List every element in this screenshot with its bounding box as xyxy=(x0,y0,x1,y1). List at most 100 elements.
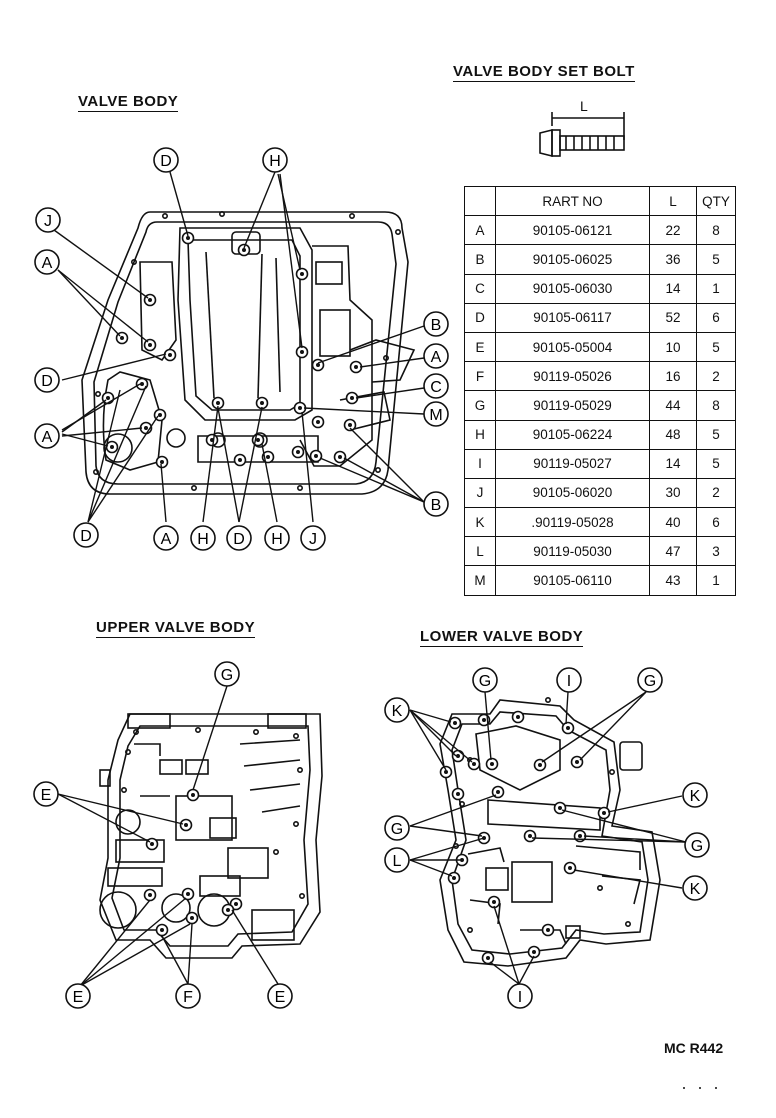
row-part-no: 90105-06110 xyxy=(495,565,650,596)
callout-lvb-G-right: G xyxy=(684,832,710,858)
row-qty: 5 xyxy=(696,419,736,450)
row-qty: 5 xyxy=(696,331,736,363)
row-code: F xyxy=(464,361,496,392)
row-code: L xyxy=(464,536,496,567)
row-code: K xyxy=(464,507,496,538)
row-length: 43 xyxy=(649,565,697,596)
svg-text:J: J xyxy=(309,531,317,548)
row-part-no: 90119-05026 xyxy=(495,361,650,392)
svg-text:G: G xyxy=(391,821,403,838)
svg-text:A: A xyxy=(431,349,442,366)
callout-vb-C: C xyxy=(423,373,449,399)
row-length: 22 xyxy=(649,215,697,246)
upper-valve-body-title: UPPER VALVE BODY xyxy=(96,619,256,638)
row-qty: 5 xyxy=(696,448,736,479)
valve-body-callouts: D H J A D A D A H D H J B A C M B xyxy=(34,147,449,551)
svg-text:I: I xyxy=(567,673,571,690)
svg-text:B: B xyxy=(431,317,442,334)
valve-body-drawing xyxy=(81,211,416,495)
callout-vb-B-1: B xyxy=(423,311,449,337)
callout-lvb-I-bottom: I xyxy=(507,983,533,1009)
callout-lvb-K-bottom-right: K xyxy=(682,875,708,901)
row-qty: 8 xyxy=(696,215,736,246)
row-part-no: 90105-06224 xyxy=(495,419,650,450)
svg-text:J: J xyxy=(44,213,52,230)
callout-lvb-I-top: I xyxy=(556,667,582,693)
row-qty: 8 xyxy=(696,390,736,421)
svg-text:M: M xyxy=(429,407,442,424)
svg-text:B: B xyxy=(431,497,442,514)
callout-uvb-G: G xyxy=(214,661,240,687)
row-code: B xyxy=(464,244,496,275)
svg-text:K: K xyxy=(392,703,403,720)
row-length: 16 xyxy=(649,361,697,392)
callout-vb-A-1: A xyxy=(34,249,60,275)
row-length: 52 xyxy=(649,302,697,333)
svg-text:D: D xyxy=(80,528,92,545)
row-code: E xyxy=(464,331,496,363)
row-length: 48 xyxy=(649,419,697,450)
valve-body-leader-lines xyxy=(53,171,425,523)
callout-lvb-G-top-right: G xyxy=(637,667,663,693)
callout-vb-H-bottom-1: H xyxy=(190,525,216,551)
row-qty: 6 xyxy=(696,302,736,333)
row-part-no: 90119-05030 xyxy=(495,536,650,567)
svg-text:E: E xyxy=(41,787,52,804)
callout-uvb-E-bottom-left: E xyxy=(65,983,91,1009)
row-qty: 1 xyxy=(696,565,736,596)
callout-lvb-K-top-left: K xyxy=(384,697,410,723)
row-part-no: 90105-06121 xyxy=(495,215,650,246)
row-qty: 2 xyxy=(696,477,736,509)
svg-text:F: F xyxy=(183,989,193,1006)
row-part-no: 90119-05029 xyxy=(495,390,650,421)
figure-code: MC R442 xyxy=(664,1040,724,1056)
row-qty: 5 xyxy=(696,244,736,275)
callout-vb-A-2: A xyxy=(34,423,60,449)
svg-text:C: C xyxy=(430,379,442,396)
svg-text:G: G xyxy=(479,673,491,690)
callout-vb-D-top: D xyxy=(153,147,179,173)
row-part-no: 90105-06030 xyxy=(495,273,650,304)
header-part-no: RART NO xyxy=(495,185,650,217)
set-bolt-illustration xyxy=(539,112,625,158)
row-code: G xyxy=(464,390,496,421)
row-code: A xyxy=(464,215,496,246)
callout-vb-D-left: D xyxy=(34,367,60,393)
svg-text:E: E xyxy=(275,989,286,1006)
svg-text:A: A xyxy=(161,531,172,548)
row-part-no: 90105-06025 xyxy=(495,244,650,275)
row-length: 44 xyxy=(649,390,697,421)
row-part-no: .90119-05028 xyxy=(495,507,650,538)
table-header-row: RART NO L QTY xyxy=(464,185,736,217)
callout-vb-M: M xyxy=(423,401,449,427)
callout-lvb-G-top-left: G xyxy=(472,667,498,693)
row-length: 40 xyxy=(649,507,697,538)
lower-valve-body-callouts: G I G K K G G L K I xyxy=(384,667,710,1009)
bolt-length-dimension-label: L xyxy=(580,98,588,114)
svg-text:H: H xyxy=(269,153,281,170)
callout-vb-J-top: J xyxy=(35,207,61,233)
row-qty: 6 xyxy=(696,507,736,538)
svg-text:K: K xyxy=(690,881,701,898)
row-code: J xyxy=(464,477,496,509)
callout-uvb-E-top: E xyxy=(33,781,59,807)
lower-valve-body-leader-lines xyxy=(409,691,687,985)
callout-vb-A-right: A xyxy=(423,343,449,369)
row-length: 30 xyxy=(649,477,697,509)
svg-text:H: H xyxy=(197,531,209,548)
svg-text:G: G xyxy=(691,838,703,855)
corner-dots xyxy=(683,1087,717,1089)
